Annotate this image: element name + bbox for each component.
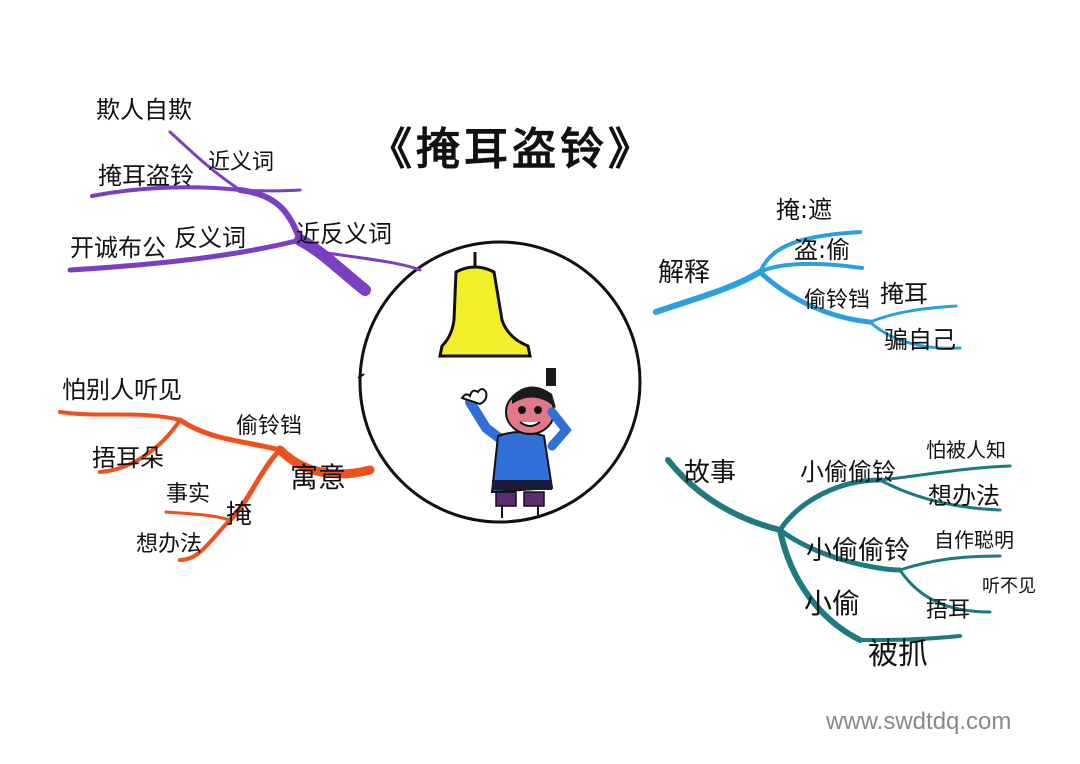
blue-label-5: 骗自己 [884, 326, 956, 354]
blue-branch-lines [653, 230, 962, 350]
blue-label-3: 偷铃铛 [804, 288, 871, 313]
teal-label-3: 想办法 [928, 482, 1000, 510]
teal-branch-lines [665, 457, 1012, 643]
orange-label-6: 想办法 [136, 532, 203, 557]
purple-label-4: 反义词 [174, 224, 246, 252]
purple-label-3: 开诚布公 [70, 234, 166, 262]
orange-label-3: 寓意 [290, 461, 347, 494]
purple-label-0: 欺人自欺 [96, 96, 192, 124]
blue-label-0: 解释 [658, 258, 711, 288]
teal-label-1: 小偷偷铃 [800, 458, 896, 486]
thief-character-icon [460, 368, 572, 518]
blue-label-4: 掩耳 [880, 280, 928, 308]
bell-icon [438, 252, 532, 358]
orange-label-2: 偷铃铛 [236, 414, 303, 439]
blue-label-2: 盗:偷 [794, 236, 851, 264]
purple-branch-lines [67, 130, 422, 296]
teal-label-5: 自作聪明 [934, 528, 1014, 552]
teal-label-4: 小偷偷铃 [806, 536, 911, 566]
circle-tick [357, 373, 365, 379]
orange-label-5: 掩 [226, 500, 253, 530]
purple-label-5: 近反义词 [296, 220, 392, 248]
teal-label-8: 小偷 [804, 587, 861, 620]
orange-branch-lines [58, 410, 375, 562]
teal-label-0: 故事 [684, 458, 737, 488]
bell-body [438, 265, 532, 358]
orange-label-4: 事实 [166, 482, 211, 507]
center-circle [358, 240, 642, 524]
orange-label-0: 怕别人听见 [62, 376, 182, 404]
teal-label-2: 怕被人知 [926, 438, 1006, 462]
teal-label-6: 听不见 [982, 576, 1036, 597]
page-title: 《掩耳盗铃》 [368, 124, 656, 175]
watermark-text: www.swdtdq.com [826, 708, 1012, 735]
teal-label-7: 捂耳 [926, 598, 971, 623]
blue-label-1: 掩:遮 [776, 196, 833, 224]
purple-label-1: 掩耳盗铃 [98, 162, 194, 190]
purple-label-2: 近义词 [208, 150, 275, 175]
teal-label-9: 被抓 [868, 637, 928, 672]
orange-label-1: 捂耳朵 [92, 444, 164, 472]
